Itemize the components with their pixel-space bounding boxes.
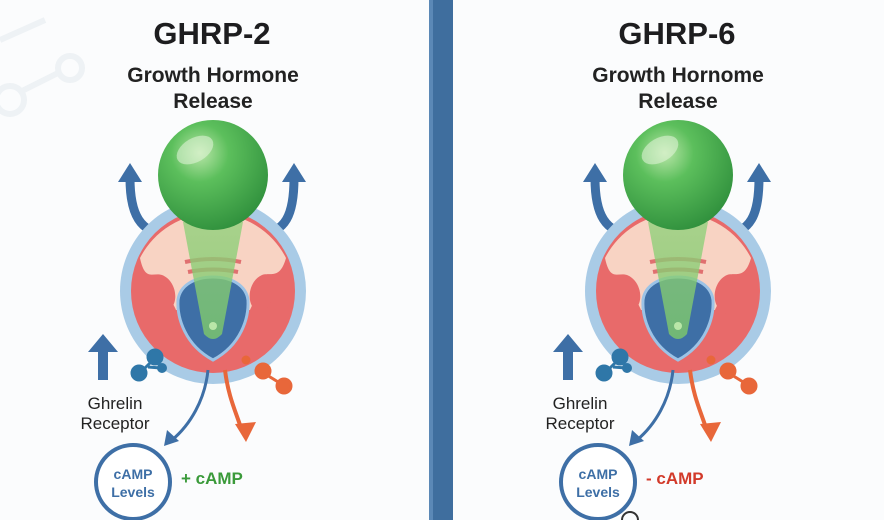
panel-subtitle-line1: Growth Hornome [592,64,764,87]
orange-molecule-icon [706,355,758,395]
receptor-label-line1: Ghrelin [553,394,608,413]
camp-label-line2: Levels [111,484,155,500]
background-molecule-decoration [0,17,85,117]
camp-effect-label: + cAMP [181,469,243,488]
camp-levels-circle [559,443,637,520]
panel-subtitle-line1: Growth Hormone [127,64,299,87]
release-arrowhead-right [282,163,306,182]
camp-label-line1: cAMP [579,466,618,482]
receptor-label-line1: Ghrelin [88,394,143,413]
camp-label-line1: cAMP [114,466,153,482]
release-arrowhead-right [747,163,771,182]
panel-title: GHRP-2 [153,16,270,51]
release-arrowhead-left [118,163,142,182]
panel-title: GHRP-6 [618,16,735,51]
receptor-up-arrow [553,334,583,380]
orange-molecule-icon [241,355,293,395]
camp-label-line2: Levels [576,484,620,500]
panel-subtitle-line2: Release [638,90,717,113]
blue-molecule-icon [595,348,632,382]
panel-ghrp6: GHRP-6 Growth Hornome Release [546,16,771,520]
orange-effect-arrow [688,369,707,426]
camp-arrow [171,369,210,442]
release-arrowhead-left [583,163,607,182]
camp-effect-label: - cAMP [646,469,704,488]
receptor-up-arrow [88,334,118,380]
growth-hormone-sphere [623,120,733,230]
receptor-label-line2: Receptor [81,414,150,433]
hormone-signal-cone [648,222,708,339]
magnifier-handle-icon [621,511,639,520]
camp-arrow [636,369,675,442]
camp-levels-circle [94,443,172,520]
orange-effect-arrow [223,369,242,426]
growth-hormone-sphere [158,120,268,230]
receptor-label-line2: Receptor [546,414,615,433]
blue-molecule-icon [130,348,167,382]
panel-subtitle-line2: Release [173,90,252,113]
panel-ghrp2: GHRP-2 Growth Hormone Release [81,16,306,520]
hormone-signal-cone [183,222,243,339]
